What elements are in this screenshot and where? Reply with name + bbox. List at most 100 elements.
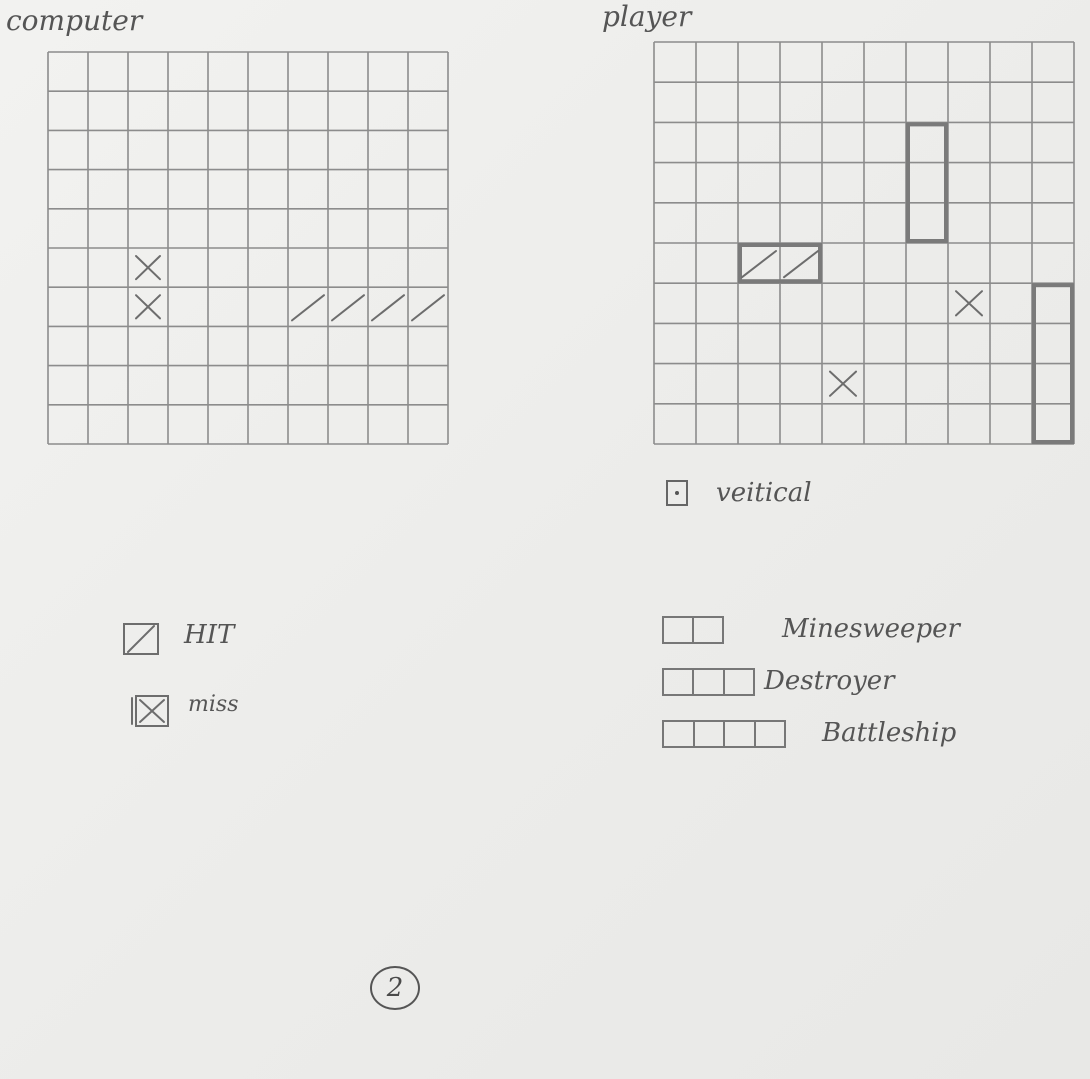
- grid-cell[interactable]: [1032, 203, 1074, 243]
- grid-cell[interactable]: [654, 42, 696, 82]
- grid-cell[interactable]: [948, 203, 990, 243]
- grid-cell[interactable]: [654, 364, 696, 404]
- grid-cell[interactable]: [328, 130, 368, 169]
- grid-cell[interactable]: [1032, 283, 1074, 323]
- grid-cell[interactable]: [1032, 122, 1074, 162]
- grid-cell[interactable]: [88, 209, 128, 248]
- grid-cell[interactable]: [368, 366, 408, 405]
- grid-cell[interactable]: [248, 405, 288, 444]
- grid-cell[interactable]: [328, 366, 368, 405]
- grid-cell[interactable]: [88, 170, 128, 209]
- grid-cell[interactable]: [948, 42, 990, 82]
- grid-cell[interactable]: [48, 209, 88, 248]
- grid-cell[interactable]: [654, 283, 696, 323]
- grid-cell[interactable]: [822, 42, 864, 82]
- grid-cell[interactable]: [288, 248, 328, 287]
- grid-cell[interactable]: [948, 323, 990, 363]
- grid-cell[interactable]: [128, 366, 168, 405]
- grid-cell[interactable]: [696, 122, 738, 162]
- grid-cell[interactable]: [408, 209, 448, 248]
- grid-cell[interactable]: [1032, 323, 1074, 363]
- grid-cell[interactable]: [738, 323, 780, 363]
- grid-cell[interactable]: [248, 170, 288, 209]
- grid-cell[interactable]: [780, 283, 822, 323]
- grid-cell[interactable]: [738, 163, 780, 203]
- grid-cell[interactable]: [168, 366, 208, 405]
- grid-cell[interactable]: [368, 326, 408, 365]
- grid-cell[interactable]: [408, 130, 448, 169]
- grid-cell[interactable]: [780, 163, 822, 203]
- grid-cell[interactable]: [48, 287, 88, 326]
- grid-cell[interactable]: [906, 364, 948, 404]
- grid-cell[interactable]: [948, 364, 990, 404]
- grid-cell[interactable]: [88, 248, 128, 287]
- grid-cell[interactable]: [990, 42, 1032, 82]
- grid-cell[interactable]: [408, 248, 448, 287]
- grid-cell[interactable]: [864, 42, 906, 82]
- grid-cell[interactable]: [780, 203, 822, 243]
- grid-cell[interactable]: [864, 122, 906, 162]
- grid-cell[interactable]: [328, 209, 368, 248]
- grid-cell[interactable]: [168, 287, 208, 326]
- grid-cell[interactable]: [128, 405, 168, 444]
- grid-cell[interactable]: [696, 323, 738, 363]
- grid-cell[interactable]: [168, 91, 208, 130]
- grid-cell[interactable]: [990, 82, 1032, 122]
- grid-cell[interactable]: [696, 203, 738, 243]
- grid-cell[interactable]: [88, 130, 128, 169]
- grid-cell[interactable]: [822, 82, 864, 122]
- grid-cell[interactable]: [864, 404, 906, 444]
- grid-cell[interactable]: [408, 170, 448, 209]
- grid-cell[interactable]: [248, 248, 288, 287]
- grid-cell[interactable]: [48, 130, 88, 169]
- grid-cell[interactable]: [738, 122, 780, 162]
- grid-cell[interactable]: [128, 326, 168, 365]
- grid-cell[interactable]: [1032, 243, 1074, 283]
- grid-cell[interactable]: [168, 170, 208, 209]
- grid-cell[interactable]: [288, 170, 328, 209]
- grid-cell[interactable]: [864, 364, 906, 404]
- grid-cell[interactable]: [368, 209, 408, 248]
- grid-cell[interactable]: [168, 209, 208, 248]
- grid-cell[interactable]: [248, 326, 288, 365]
- grid-cell[interactable]: [208, 130, 248, 169]
- grid-cell[interactable]: [408, 366, 448, 405]
- grid-cell[interactable]: [208, 248, 248, 287]
- grid-cell[interactable]: [208, 91, 248, 130]
- grid-cell[interactable]: [948, 122, 990, 162]
- grid-cell[interactable]: [906, 203, 948, 243]
- grid-cell[interactable]: [654, 82, 696, 122]
- grid-cell[interactable]: [990, 404, 1032, 444]
- grid-cell[interactable]: [948, 163, 990, 203]
- grid-cell[interactable]: [780, 82, 822, 122]
- grid-cell[interactable]: [168, 405, 208, 444]
- grid-cell[interactable]: [208, 405, 248, 444]
- grid-cell[interactable]: [288, 366, 328, 405]
- grid-cell[interactable]: [822, 404, 864, 444]
- grid-cell[interactable]: [696, 404, 738, 444]
- grid-cell[interactable]: [822, 283, 864, 323]
- grid-cell[interactable]: [328, 326, 368, 365]
- grid-cell[interactable]: [906, 163, 948, 203]
- grid-cell[interactable]: [906, 404, 948, 444]
- grid-cell[interactable]: [696, 42, 738, 82]
- grid-cell[interactable]: [654, 404, 696, 444]
- grid-cell[interactable]: [738, 82, 780, 122]
- grid-cell[interactable]: [990, 243, 1032, 283]
- grid-cell[interactable]: [654, 122, 696, 162]
- grid-cell[interactable]: [248, 130, 288, 169]
- grid-cell[interactable]: [990, 323, 1032, 363]
- grid-cell[interactable]: [288, 209, 328, 248]
- grid-cell[interactable]: [1032, 404, 1074, 444]
- grid-cell[interactable]: [738, 283, 780, 323]
- grid-cell[interactable]: [738, 42, 780, 82]
- grid-cell[interactable]: [738, 203, 780, 243]
- grid-cell[interactable]: [822, 122, 864, 162]
- grid-cell[interactable]: [208, 52, 248, 91]
- grid-cell[interactable]: [654, 203, 696, 243]
- grid-cell[interactable]: [990, 122, 1032, 162]
- grid-cell[interactable]: [654, 243, 696, 283]
- grid-cell[interactable]: [208, 209, 248, 248]
- grid-cell[interactable]: [864, 283, 906, 323]
- grid-cell[interactable]: [990, 364, 1032, 404]
